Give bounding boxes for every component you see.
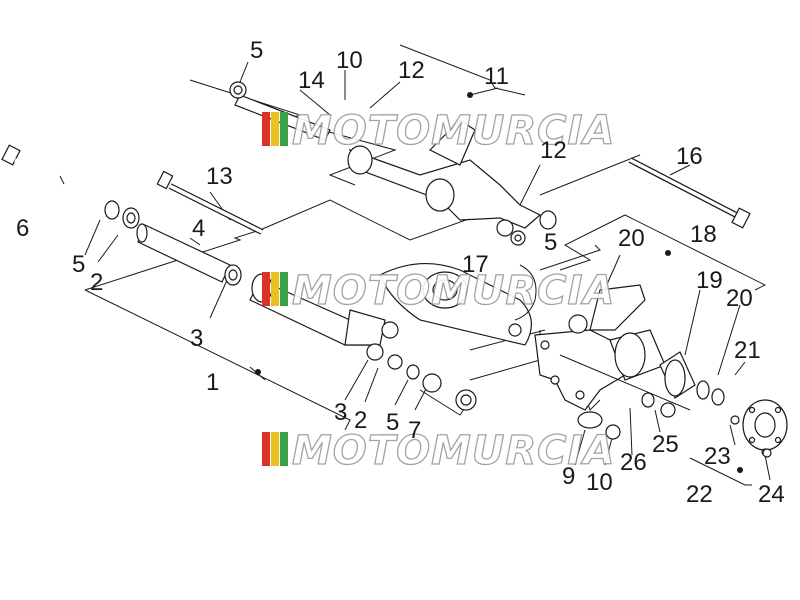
washer-5b bbox=[406, 364, 420, 380]
callout-label: 25 bbox=[652, 431, 679, 458]
bush-2b bbox=[387, 354, 403, 370]
bolt-24 bbox=[762, 448, 772, 458]
callout-label: 10 bbox=[336, 47, 363, 74]
nut-10 bbox=[605, 424, 621, 440]
bolt-13 bbox=[156, 170, 264, 235]
callout-label: 21 bbox=[734, 337, 761, 364]
bolt-25 bbox=[660, 402, 676, 418]
callout-label: 12 bbox=[398, 57, 425, 84]
callout-label: 2 bbox=[90, 269, 103, 296]
callout-label: 5 bbox=[386, 409, 399, 436]
nut-7 bbox=[422, 373, 442, 393]
callout-label: 10 bbox=[586, 469, 613, 496]
callout-label: 3 bbox=[334, 399, 347, 426]
callout-label: 20 bbox=[618, 225, 645, 252]
washer-9 bbox=[577, 411, 603, 429]
callout-label: 19 bbox=[696, 267, 723, 294]
circlip-17 bbox=[514, 264, 537, 321]
callout-labels: 5 10 14 12 11 12 6 13 5 2 4 3 1 16 20 18… bbox=[16, 37, 785, 508]
bolt-6 bbox=[1, 144, 111, 208]
callout-label: 6 bbox=[16, 215, 29, 242]
washer-5a bbox=[104, 200, 120, 220]
callout-label: 9 bbox=[562, 463, 575, 490]
callout-label: 12 bbox=[540, 137, 567, 164]
callout-label: 16 bbox=[676, 143, 703, 170]
bolt-16 bbox=[628, 157, 751, 229]
callout-label: 13 bbox=[206, 163, 233, 190]
watermark-middle: MOTOMURCIA bbox=[262, 267, 615, 315]
callout-label: 18 bbox=[690, 221, 717, 248]
callout-label: 24 bbox=[758, 481, 785, 508]
callout-label: 7 bbox=[408, 417, 421, 444]
part-shapes bbox=[1, 81, 788, 458]
link-arm-11 bbox=[229, 81, 557, 246]
callout-label: 3 bbox=[190, 325, 203, 352]
washer-20 bbox=[696, 380, 710, 400]
callout-label: 23 bbox=[704, 443, 731, 470]
washer-21 bbox=[711, 388, 725, 406]
watermark-top: MOTOMURCIA bbox=[262, 107, 615, 155]
callout-label: 5 bbox=[250, 37, 263, 64]
callout-label: 14 bbox=[298, 67, 325, 94]
callout-label: 1 bbox=[206, 369, 219, 396]
hub-22 bbox=[742, 399, 788, 456]
callout-label: 17 bbox=[462, 251, 489, 278]
callout-label: 4 bbox=[192, 215, 205, 242]
callout-label: 20 bbox=[726, 285, 753, 312]
bush-3b bbox=[366, 343, 384, 361]
watermark-text: MOTOMURCIA bbox=[292, 268, 615, 314]
bracket-18 bbox=[534, 284, 691, 411]
callout-label: 26 bbox=[620, 449, 647, 476]
callout-label: 11 bbox=[484, 63, 509, 90]
washer-26 bbox=[641, 392, 655, 408]
bolt-23 bbox=[730, 415, 740, 425]
callout-label: 2 bbox=[354, 407, 367, 434]
group-dots bbox=[255, 92, 743, 473]
callout-label: 5 bbox=[544, 229, 557, 256]
watermark-text: MOTOMURCIA bbox=[292, 108, 615, 154]
callout-label: 5 bbox=[72, 251, 85, 278]
callout-label: 22 bbox=[686, 481, 713, 508]
watermark-text: MOTOMURCIA bbox=[292, 428, 615, 474]
spacer-4 bbox=[136, 223, 231, 283]
watermark-bottom: MOTOMURCIA bbox=[262, 427, 615, 475]
